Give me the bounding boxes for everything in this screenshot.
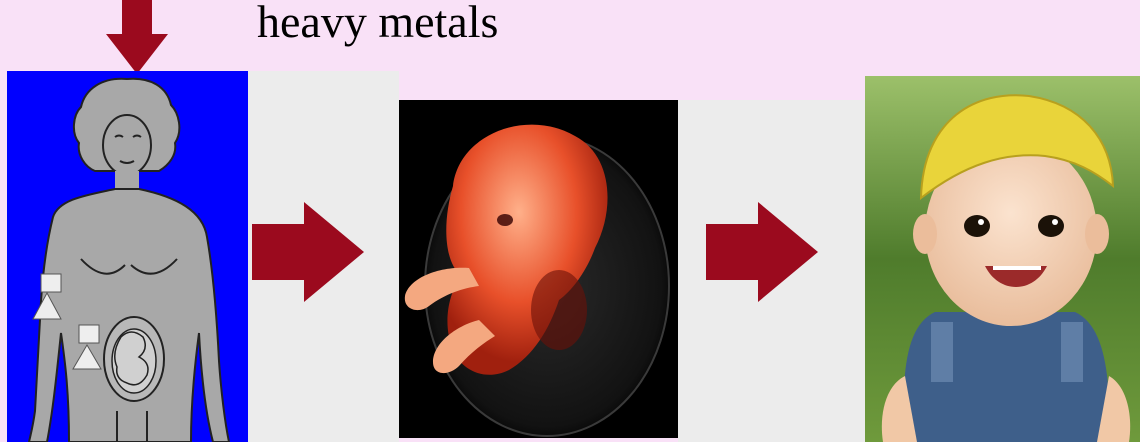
mother-illustration [7, 71, 248, 442]
square-marker-1 [41, 274, 61, 292]
page-title: heavy metals [257, 0, 498, 50]
child-photo [865, 76, 1140, 442]
down-arrow-icon [106, 0, 168, 74]
square-marker-2 [79, 325, 99, 343]
right-arrow-icon [252, 202, 364, 302]
embryo-image [399, 100, 678, 438]
face-shape [103, 115, 151, 175]
right-arrow-icon [706, 202, 818, 302]
